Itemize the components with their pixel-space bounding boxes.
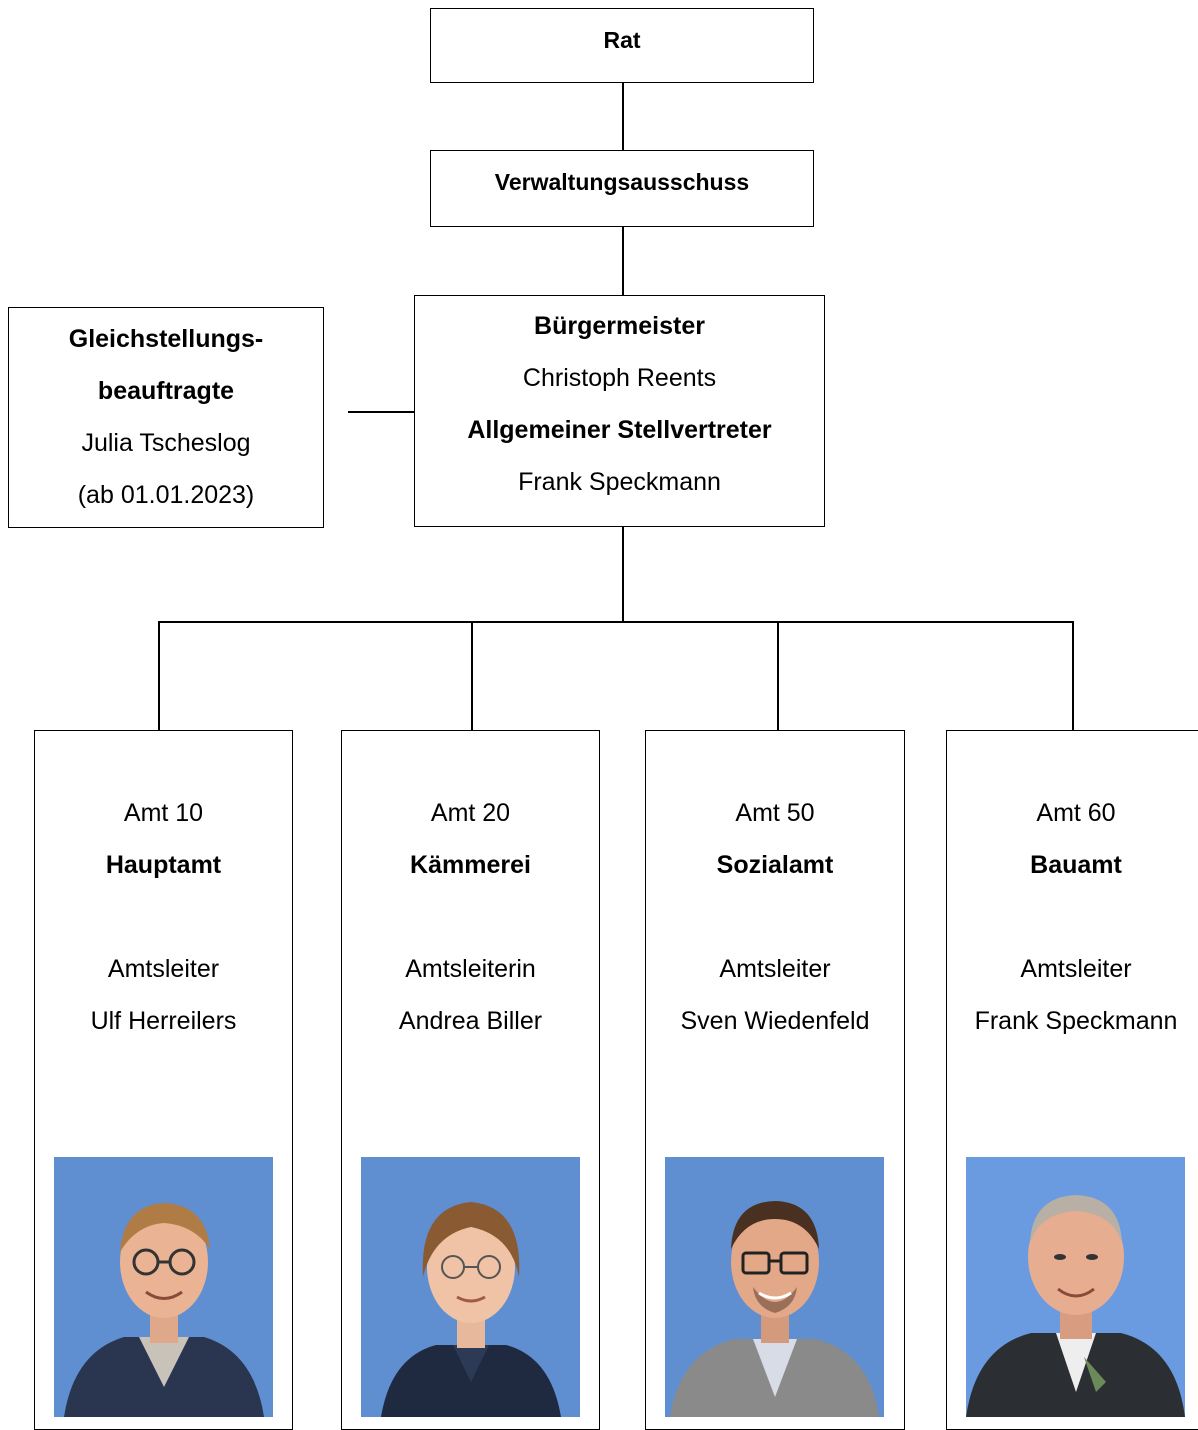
connector-amt-60 [1072,621,1074,730]
verwaltungsausschuss-title: Verwaltungsausschuss [494,169,750,195]
amt-name: Bauamt [1030,851,1122,879]
connector-branch [158,621,1073,623]
buergermeister-role: Bürgermeister [534,312,705,340]
amt-10-box: Amt 10 Hauptamt Amtsleiter Ulf Herreiler… [34,730,293,1430]
amt-name: Sozialamt [716,851,834,879]
connector-amt-50 [777,621,779,730]
portrait-photo [966,1157,1185,1417]
connector-rat-va [622,83,624,150]
connector-va-bm [622,227,624,295]
gleichstellung-box: Gleichstellungs- beauftragte Julia Tsche… [8,307,324,528]
amt-head-name: Sven Wiedenfeld [680,1007,870,1035]
amt-head-title: Amtsleiterin [405,955,536,983]
amt-head-name: Andrea Biller [398,1007,543,1035]
gleichstellung-role-line2: beauftragte [97,377,235,405]
amt-name: Hauptamt [105,851,222,879]
amt-head-name: Ulf Herreilers [90,1007,237,1035]
connector-gs-bm [348,411,414,413]
deputy-role: Allgemeiner Stellvertreter [467,416,772,444]
amt-50-box: Amt 50 Sozialamt Amtsleiter Sven Wiedenf… [645,730,905,1430]
amt-number: Amt 50 [735,799,815,827]
buergermeister-name: Christoph Reents [522,364,717,392]
rat-box: Rat [430,8,814,83]
amt-number: Amt 60 [1036,799,1116,827]
portrait-photo [665,1157,884,1417]
amt-head-name: Frank Speckmann [974,1007,1178,1035]
connector-amt-20 [471,621,473,730]
buergermeister-box: Bürgermeister Christoph Reents Allgemein… [414,295,825,527]
amt-name: Kämmerei [410,851,531,879]
connector-amt-10 [158,621,160,730]
amt-number: Amt 20 [430,799,511,827]
amt-head-title: Amtsleiter [719,955,831,983]
connector-bm-down [622,527,624,622]
portrait-photo [361,1157,580,1417]
amt-head-title: Amtsleiter [1020,955,1132,983]
gleichstellung-role-line1: Gleichstellungs- [68,325,264,353]
amt-60-box: Amt 60 Bauamt Amtsleiter Frank Speckmann [946,730,1198,1430]
portrait-photo [54,1157,273,1417]
amt-number: Amt 10 [123,799,204,827]
deputy-name: Frank Speckmann [518,468,721,496]
amt-head-title: Amtsleiter [107,955,220,983]
gleichstellung-name: Julia Tscheslog [81,429,251,457]
gleichstellung-note: (ab 01.01.2023) [77,481,255,509]
verwaltungsausschuss-box: Verwaltungsausschuss [430,150,814,227]
rat-title: Rat [603,27,641,53]
amt-20-box: Amt 20 Kämmerei Amtsleiterin Andrea Bill… [341,730,600,1430]
